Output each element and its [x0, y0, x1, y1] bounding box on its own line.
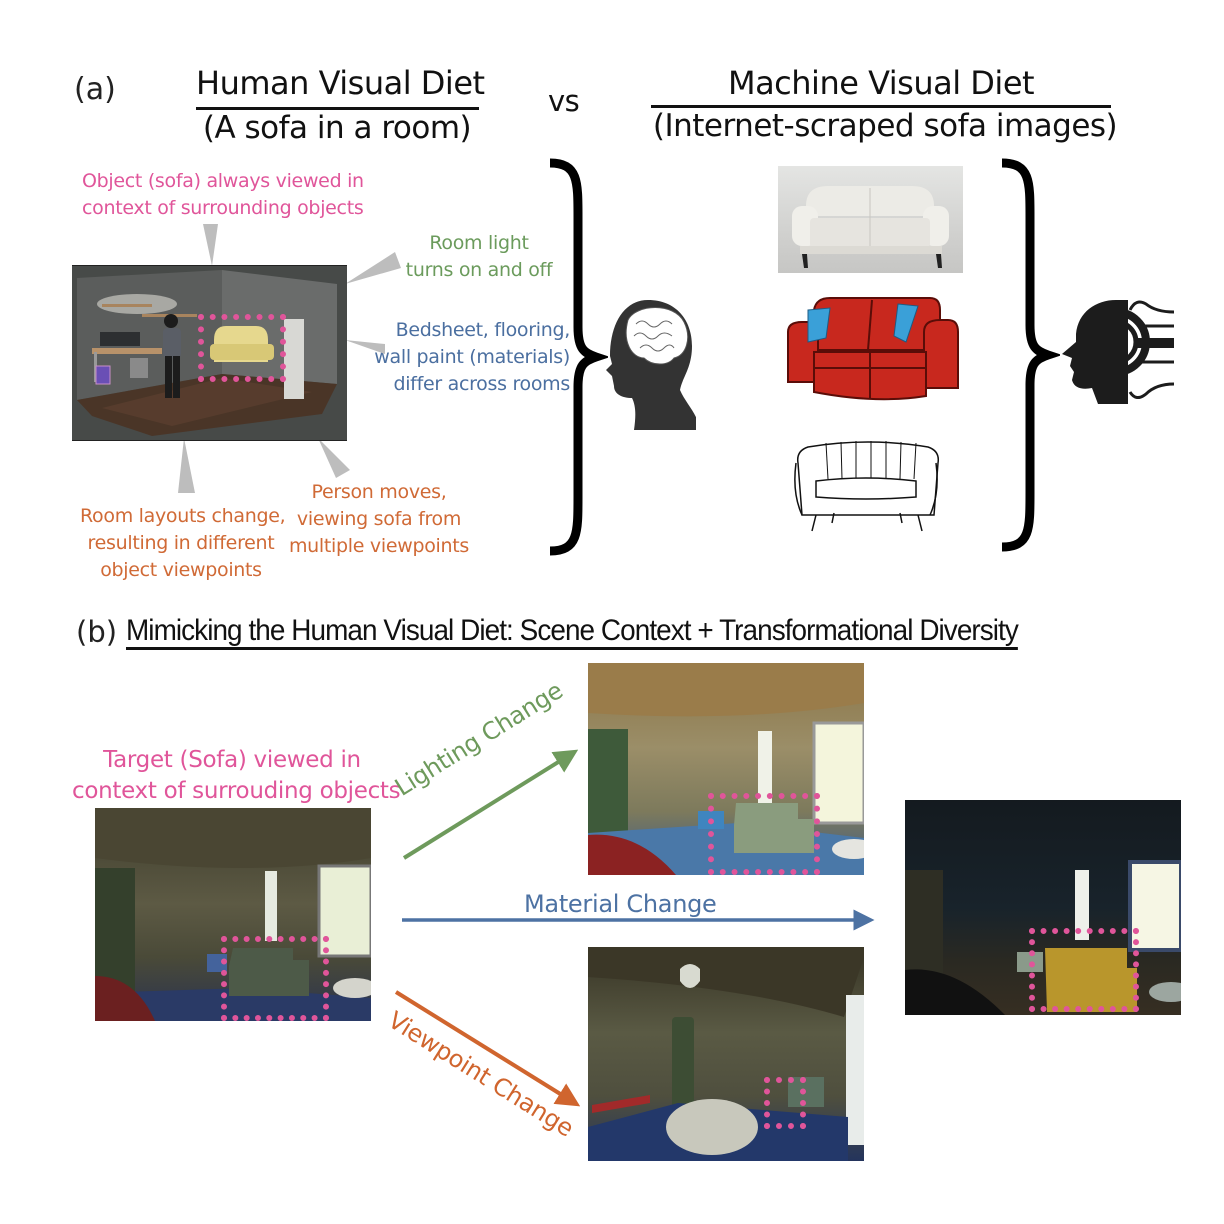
annotation-layout-line: resulting in different: [87, 532, 275, 554]
annotation-viewpoint-line: viewing sofa from: [296, 508, 462, 530]
human-diet-title: Human Visual Diet: [196, 64, 485, 102]
annotation-lighting-line: Room light: [429, 232, 529, 254]
machine-diet-rule: [651, 105, 1111, 108]
annotation-layout-line: Room layouts change,: [80, 505, 286, 527]
annotation-viewpoint: Person moves, viewing sofa from multiple…: [286, 479, 472, 560]
human-head-brain-icon: [606, 300, 696, 430]
annotation-layout-line: object viewpoints: [100, 559, 262, 581]
viewpoint-change-scene-image: [588, 947, 864, 1161]
sofa-photo-image: [778, 166, 963, 273]
callout-pointers: [178, 224, 401, 493]
annotation-materials-line: Bedsheet, flooring,: [395, 319, 571, 341]
annotation-viewpoint-line: multiple viewpoints: [288, 535, 470, 557]
callout-pointer-lighting: [345, 252, 401, 284]
callout-pointer-layout: [178, 438, 195, 493]
sofa-highlight-box: [221, 936, 329, 1021]
machine-diet-subtitle: (Internet-scraped sofa images): [652, 108, 1118, 144]
lighting-change-scene-image: [588, 663, 864, 875]
callout-pointer-materials: [345, 340, 385, 354]
brace-icon: [1001, 158, 1060, 552]
lighting-change-arrow: [402, 749, 579, 860]
material-change-scene-image: [905, 800, 1181, 1015]
viewpoint-change-arrow: [394, 990, 581, 1107]
target-scene-image: [95, 808, 371, 1021]
panel-a-label: (a): [74, 72, 116, 107]
annotation-lighting: Room light turns on and off: [404, 230, 554, 284]
sofa-highlight-box: [1029, 928, 1139, 1012]
machine-diet-title: Machine Visual Diet: [727, 64, 1035, 102]
room-scene-image: [72, 265, 347, 441]
target-caption-line: context of surrouding objects: [72, 778, 401, 804]
annotation-viewpoint-line: Person moves,: [311, 481, 447, 503]
callout-pointer-viewpoint: [318, 438, 350, 478]
annotation-context-line: Object (sofa) always viewed in: [82, 170, 364, 192]
panel-b-title: Mimicking the Human Visual Diet: Scene C…: [126, 614, 1019, 650]
vs-label: vs: [548, 84, 580, 118]
panel-b-label: (b): [76, 615, 118, 649]
human-diet-subtitle: (A sofa in a room): [202, 110, 472, 146]
target-caption: Target (Sofa) viewed in context of surro…: [72, 745, 401, 807]
annotation-materials-line: differ across rooms: [393, 373, 570, 395]
human-diet-rule: [196, 107, 479, 110]
sofa-highlight-box: [198, 314, 286, 382]
sofa-cartoon-image: [784, 296, 959, 402]
target-caption-line: Target (Sofa) viewed in: [103, 747, 361, 773]
callout-pointer-context: [203, 224, 218, 266]
annotation-layout: Room layouts change, resulting in differ…: [80, 503, 286, 584]
sofa-highlight-box: [764, 1077, 806, 1129]
annotation-materials: Bedsheet, flooring, wall paint (material…: [374, 317, 570, 398]
annotation-materials-line: wall paint (materials): [374, 346, 570, 368]
brace-icon: [549, 158, 608, 556]
annotation-lighting-line: turns on and off: [405, 259, 553, 281]
sofa-highlight-box: [708, 793, 820, 875]
material-change-label: Material Change: [524, 890, 717, 918]
sofa-sketch-image: [786, 433, 946, 533]
annotation-context-line: context of surrounding objects: [82, 197, 364, 219]
robot-head-icon: [1062, 300, 1175, 404]
transformation-arrows: [394, 749, 875, 1107]
panel-b-title-text: Mimicking the Human Visual Diet: Scene C…: [126, 614, 1019, 650]
annotation-context: Object (sofa) always viewed in context o…: [82, 168, 364, 222]
